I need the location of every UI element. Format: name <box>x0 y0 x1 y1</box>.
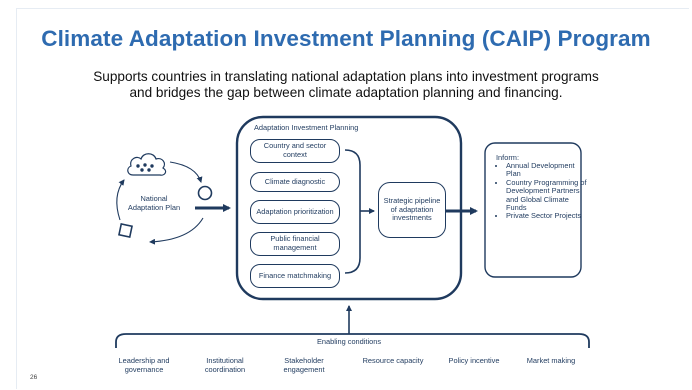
aip-title: Adaptation Investment Planning <box>254 123 359 132</box>
inform-title: Inform: <box>496 153 519 162</box>
enabling-item: Institutional coordination <box>204 356 246 374</box>
enabling-item: Leadership and governance <box>118 356 170 374</box>
cloud-icon <box>127 153 167 176</box>
cycle-arrow-top <box>169 161 203 183</box>
inform-list: Annual Development Plan Country Programm… <box>493 161 588 221</box>
step-label: Finance matchmaking <box>258 270 332 280</box>
circle-icon <box>197 185 213 201</box>
step-public-financial-management: Public financial management <box>250 232 340 256</box>
cycle-arrow-right <box>149 217 204 245</box>
subtitle-line-1: Supports countries in translating nation… <box>93 69 599 84</box>
step-country-sector-context: Country and sector context <box>250 139 340 163</box>
step-label: Public financial management <box>270 234 320 252</box>
inform-box <box>484 142 582 278</box>
enabling-item: Stakeholder engagement <box>283 356 325 374</box>
inform-item: Country Programming of Development Partn… <box>506 178 588 213</box>
enabling-item: Market making <box>526 356 576 365</box>
strategic-pipeline-box: Strategic pipeline of adaptation investm… <box>378 182 446 238</box>
cycle-arrow-left <box>116 179 125 221</box>
page-title: Climate Adaptation Investment Planning (… <box>41 26 651 51</box>
step-label: Climate diagnostic <box>264 176 326 186</box>
step-adaptation-prioritization: Adaptation prioritization <box>250 200 340 224</box>
enabling-bracket <box>115 333 590 348</box>
step-climate-diagnostic: Climate diagnostic <box>250 172 340 192</box>
page-number: 26 <box>30 374 38 381</box>
inform-item: Annual Development Plan <box>506 161 588 179</box>
strategic-pipeline-label: Strategic pipeline of adaptation investm… <box>383 196 441 223</box>
national-adaptation-plan-label: National Adaptation Plan <box>127 194 181 212</box>
enabling-conditions-title: Enabling conditions <box>316 337 382 346</box>
step-finance-matchmaking: Finance matchmaking <box>250 264 340 288</box>
subtitle-line-2: and bridges the gap between climate adap… <box>129 85 563 100</box>
enabling-item: Policy incentive <box>448 356 500 365</box>
step-label: Country and sector context <box>263 141 327 159</box>
square-icon <box>118 223 133 238</box>
inform-item: Private Sector Projects <box>506 212 588 221</box>
step-label: Adaptation prioritization <box>256 206 334 216</box>
enabling-item: Resource capacity <box>362 356 424 365</box>
